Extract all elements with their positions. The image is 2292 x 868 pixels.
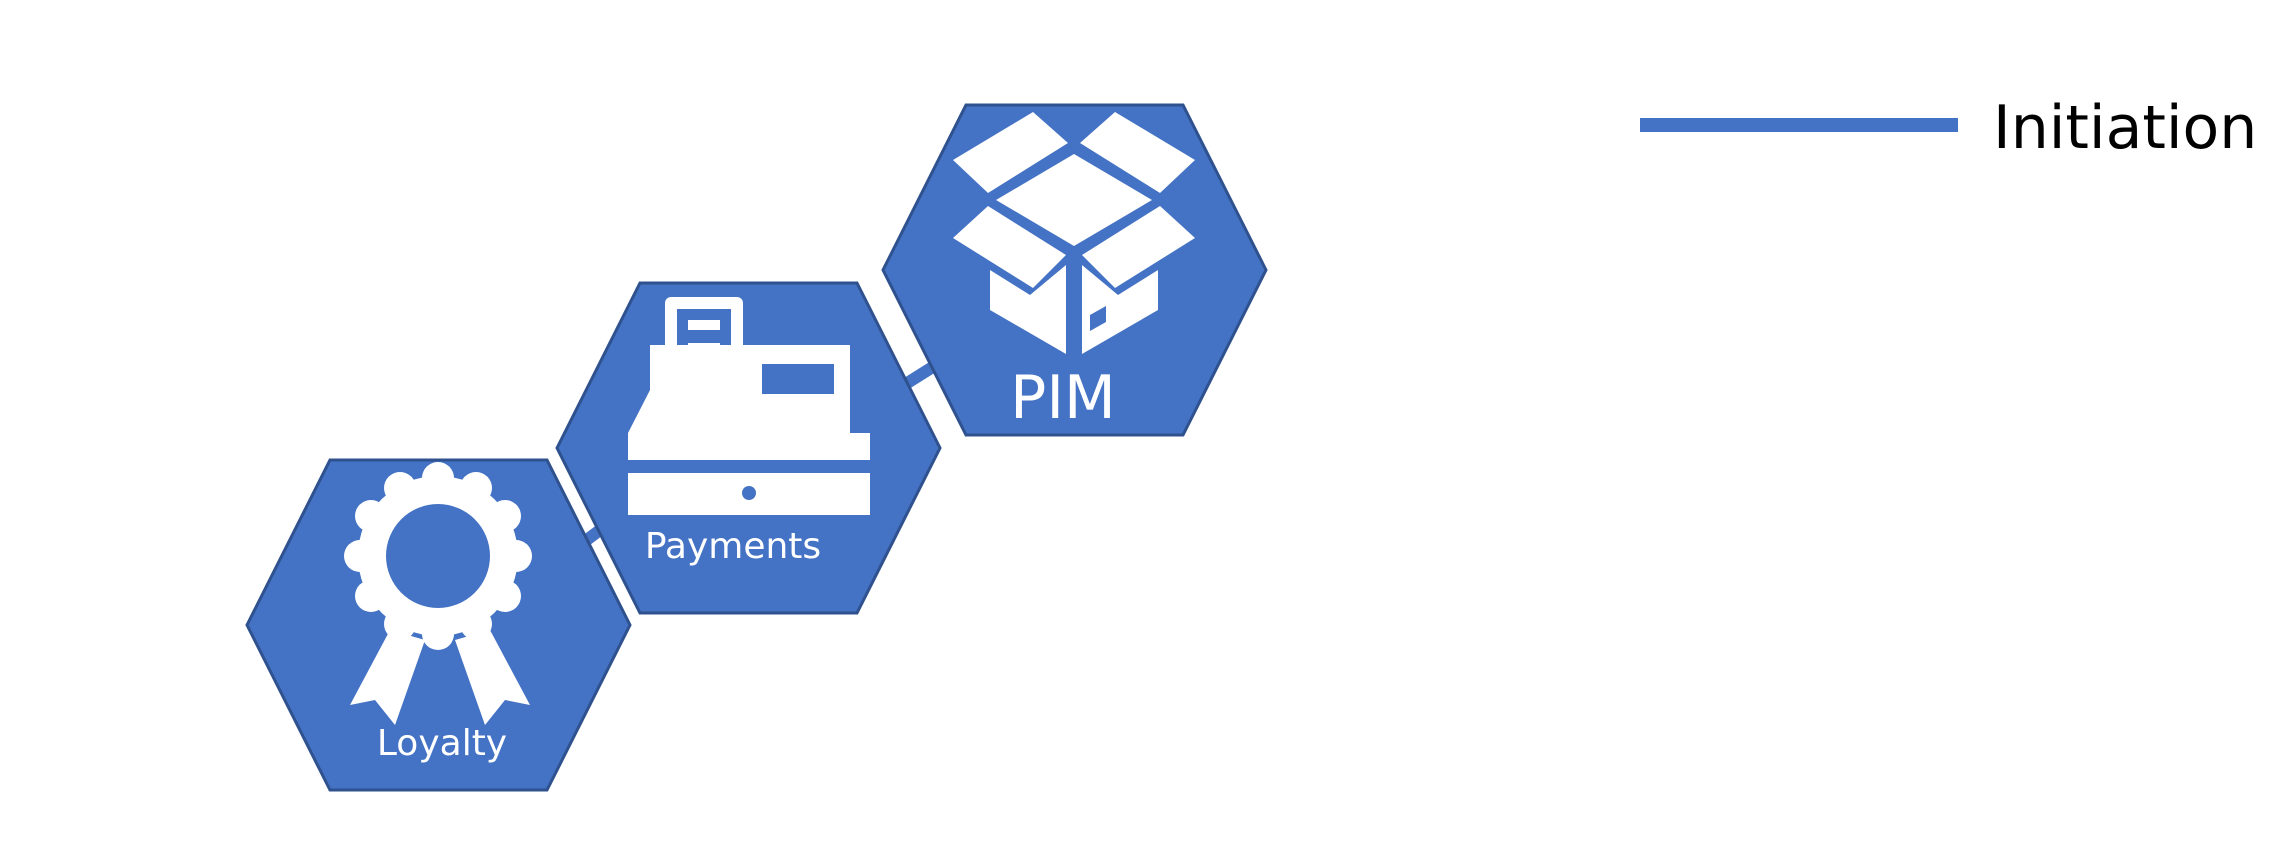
- award-ribbon-icon: [344, 462, 532, 725]
- legend: Initiation: [1640, 93, 2257, 163]
- hex-pim-label: PIM: [1010, 363, 1116, 433]
- hex-pim-shape: [881, 103, 1268, 437]
- hex-payments: Payments: [555, 281, 942, 615]
- legend-label-initiation: Initiation: [1993, 93, 2257, 163]
- hex-pim: PIM: [881, 103, 1268, 437]
- hex-loyalty: Loyalty: [245, 458, 632, 792]
- cash-register-icon: [628, 297, 870, 515]
- hex-payments-label: Payments: [645, 526, 821, 567]
- open-box-icon: [953, 112, 1195, 354]
- hex-loyalty-label: Loyalty: [377, 723, 507, 764]
